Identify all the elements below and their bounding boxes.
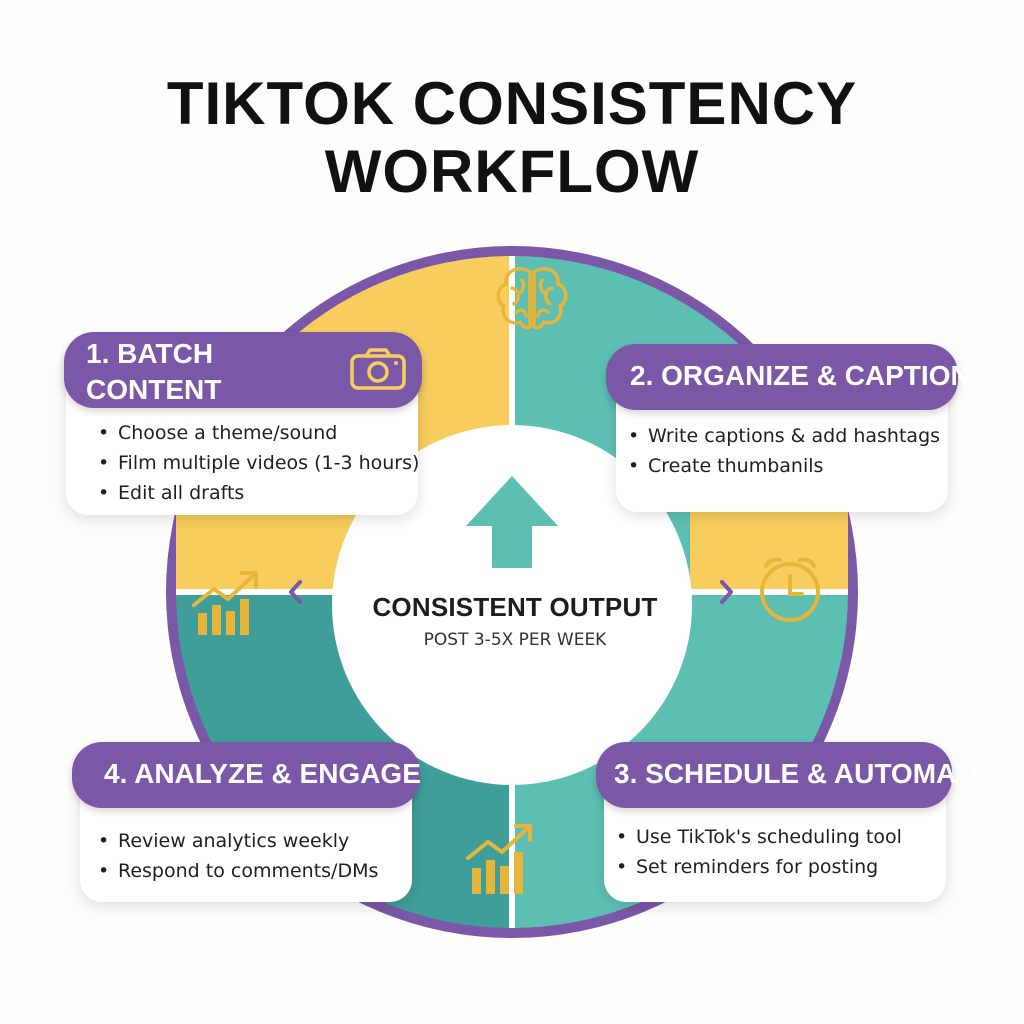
accent-band-right bbox=[690, 512, 848, 592]
step-4-bullet: Review analytics weekly bbox=[98, 826, 378, 856]
step-1-bullet: Choose a theme/sound bbox=[98, 418, 419, 448]
step-4-title: 4. ANALYZE & ENGAGE bbox=[104, 758, 421, 789]
up-arrow-icon bbox=[466, 476, 558, 568]
accent-band-left bbox=[176, 512, 334, 592]
center-heading: CONSISTENT OUTPUT bbox=[372, 592, 658, 622]
step-1-bullets: Choose a theme/sound Film multiple video… bbox=[98, 418, 419, 508]
center-circle bbox=[332, 425, 692, 785]
step-2-bullet: Create thumbanils bbox=[628, 451, 940, 481]
chevron-left-icon bbox=[289, 580, 302, 604]
step-2-bullet: Write captions & add hashtags bbox=[628, 421, 940, 451]
title-line-1: TIKTOK CONSISTENCY bbox=[166, 70, 858, 137]
title-line-2: WORKFLOW bbox=[324, 138, 700, 205]
brain-icon bbox=[496, 267, 568, 330]
step-3-bullets: Use TikTok's scheduling tool Set reminde… bbox=[616, 822, 902, 882]
step-2-title-pill: 2. ORGANIZE & CAPTION bbox=[606, 344, 971, 410]
growth-chart-icon-left bbox=[192, 571, 258, 635]
growth-chart-icon-bottom bbox=[466, 824, 532, 894]
step-1-bullet: Edit all drafts bbox=[98, 478, 419, 508]
step-4-title-pill: 4. ANALYZE & ENGAGE bbox=[72, 742, 421, 808]
step-2-title: 2. ORGANIZE & CAPTION bbox=[630, 360, 971, 391]
step-3-title: 3. SCHEDULE & AUTOMATE bbox=[614, 758, 990, 789]
step-3-bullet: Use TikTok's scheduling tool bbox=[616, 822, 902, 852]
step-3-bullet: Set reminders for posting bbox=[616, 852, 902, 882]
clock-icon bbox=[760, 557, 820, 622]
step-1-bullet: Film multiple videos (1-3 hours) bbox=[98, 448, 419, 478]
chevron-right-icon bbox=[720, 580, 733, 604]
center-subtext: POST 3-5X PER WEEK bbox=[423, 630, 607, 650]
step-4-bullet: Respond to comments/DMs bbox=[98, 856, 378, 886]
diagram-title: TIKTOK CONSISTENCY WORKFLOW bbox=[0, 70, 1024, 206]
step-3-title-pill: 3. SCHEDULE & AUTOMATE bbox=[596, 742, 990, 808]
camera-icon bbox=[350, 348, 406, 390]
step-4-bullets: Review analytics weekly Respond to comme… bbox=[98, 826, 378, 886]
step-2-bullets: Write captions & add hashtags Create thu… bbox=[628, 421, 940, 481]
